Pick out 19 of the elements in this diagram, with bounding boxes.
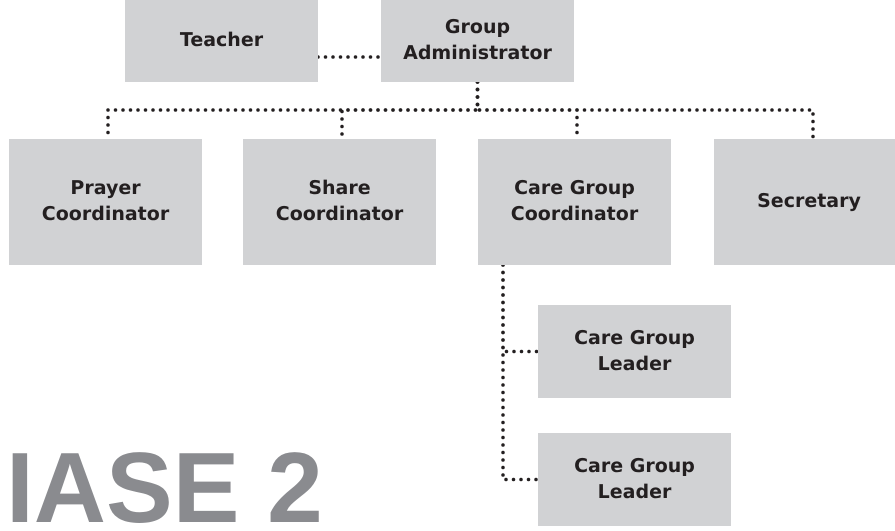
dotted-connector	[476, 80, 815, 141]
role-box	[538, 433, 731, 526]
phase-heading: IASE 2	[6, 438, 323, 531]
role-box	[125, 0, 318, 82]
role-box	[381, 0, 574, 82]
role-title: Group Administrator	[402, 15, 553, 66]
role-box	[538, 305, 731, 398]
role-title: Care Group Coordinator	[510, 176, 640, 227]
dotted-connector	[501, 263, 540, 482]
role-title: Prayer Coordinator	[40, 176, 170, 227]
role-box	[714, 139, 895, 265]
role-title: Teacher	[178, 28, 264, 54]
role-box	[9, 139, 202, 265]
role-title: Secretary	[756, 189, 862, 214]
role-title: Care Group Leader	[573, 454, 696, 504]
role-title: Care Group Leader	[573, 326, 696, 376]
role-box	[243, 139, 436, 265]
role-title: Share Coordinator	[274, 176, 404, 227]
role-box	[478, 139, 671, 265]
